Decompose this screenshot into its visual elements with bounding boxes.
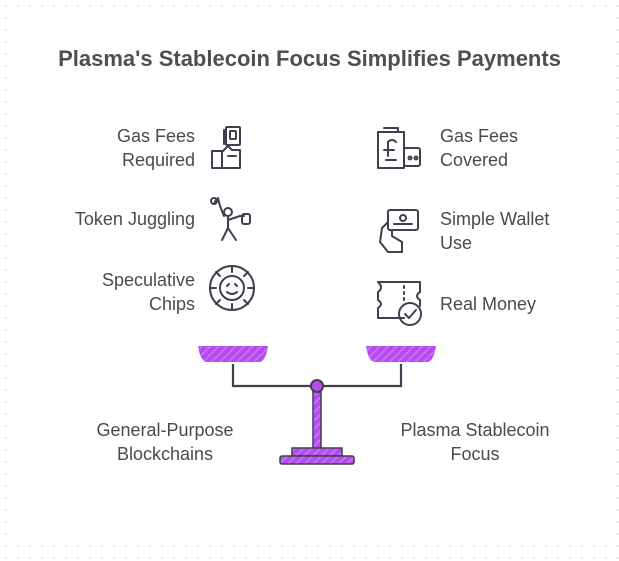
left-item-3-line2: Chips: [148, 294, 195, 314]
right-item-1-line2: Covered: [440, 150, 509, 170]
ticket-check-icon: [377, 281, 422, 326]
balance-scale-graphic: [198, 346, 436, 465]
left-category-line1: General-Purpose: [96, 420, 234, 440]
left-category-line2: Blockchains: [116, 444, 214, 464]
left-category-label: General-Purpose Blockchains: [60, 418, 270, 466]
left-item-1-line1: Gas Fees: [116, 126, 195, 146]
right-category-label: Plasma Stablecoin Focus: [370, 418, 580, 466]
hand-holding-cash-icon: [211, 126, 241, 169]
left-item-gas-fees-required: Gas Fees Required: [117, 124, 195, 172]
left-scale-pan: [198, 346, 268, 362]
scale-stand: [279, 379, 355, 465]
left-item-3-line1: Speculative: [101, 270, 195, 290]
right-item-2-line2: Use: [440, 233, 473, 253]
left-item-1-line2: Required: [121, 150, 195, 170]
right-item-2-line1: Simple Wallet: [440, 209, 550, 229]
left-item-speculative-chips: Speculative Chips: [102, 268, 195, 316]
juggler-icon: [210, 197, 251, 241]
left-item-2-line1: Token Juggling: [74, 209, 195, 229]
right-item-gas-fees-covered: Gas Fees Covered: [440, 124, 518, 172]
right-item-3-line1: Real Money: [440, 294, 537, 314]
right-item-1-line1: Gas Fees: [440, 126, 519, 146]
left-item-token-juggling: Token Juggling: [75, 207, 195, 231]
page-title: Plasma's Stablecoin Focus Simplifies Pay…: [58, 46, 561, 71]
right-item-real-money: Real Money: [440, 292, 536, 316]
casino-chip-icon: [209, 265, 255, 311]
right-category-line1: Plasma Stablecoin: [400, 420, 550, 440]
hand-holding-card-icon: [379, 209, 419, 253]
right-scale-pan: [366, 346, 436, 362]
right-category-line2: Focus: [450, 444, 500, 464]
pound-wallet-icon: [377, 127, 421, 169]
right-item-simple-wallet-use: Simple Wallet Use: [440, 207, 549, 255]
